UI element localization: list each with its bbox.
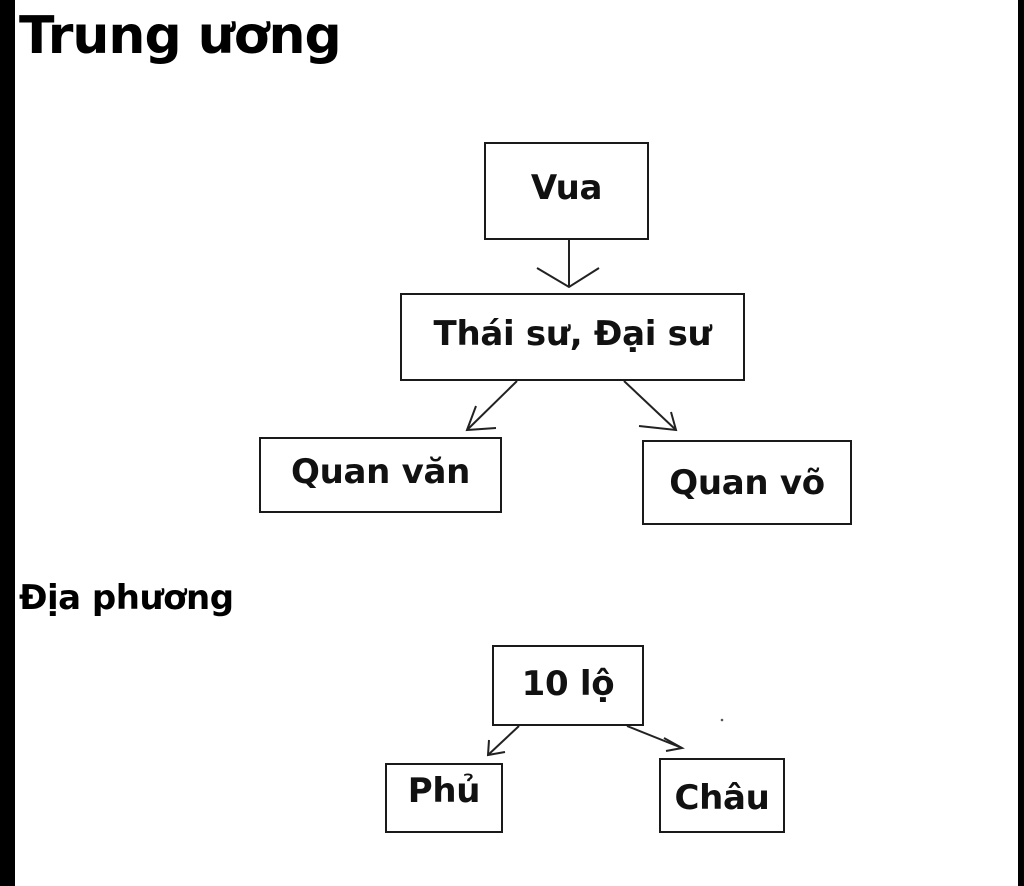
node-thai-su-dai-su: Thái sư, Đại sư: [400, 293, 745, 381]
node-chau-label: Châu: [674, 777, 770, 818]
node-10-lo: 10 lộ: [492, 645, 644, 726]
node-vua: Vua: [484, 142, 649, 240]
central-heading: Trung ương: [19, 6, 342, 66]
edge-thai-su-quan-vo: [623, 380, 678, 432]
local-heading: Địa phương: [19, 578, 234, 618]
diagram-edges: [465, 240, 724, 757]
node-10-lo-label: 10 lộ: [521, 663, 615, 704]
edge-10-lo-chau: [626, 725, 685, 752]
node-quan-van: Quan văn: [259, 437, 502, 513]
node-vua-label: Vua: [530, 168, 603, 208]
node-thai-su-label: Thái sư, Đại sư: [433, 314, 712, 354]
node-quan-vo: Quan võ: [642, 440, 852, 525]
node-quan-vo-label: Quan võ: [669, 462, 825, 503]
edge-thai-su-quan-van: [465, 380, 518, 432]
node-phu: Phủ: [385, 763, 503, 833]
node-phu-label: Phủ: [407, 771, 481, 811]
edge-10-lo-phu: [486, 725, 520, 757]
stray-dot: [720, 718, 724, 722]
node-chau: Châu: [659, 758, 785, 833]
node-quan-van-label: Quan văn: [290, 452, 470, 492]
edge-vua-thai-su: [536, 240, 600, 289]
diagram-canvas: Trung ương Vua Thái sư,: [15, 0, 1018, 886]
